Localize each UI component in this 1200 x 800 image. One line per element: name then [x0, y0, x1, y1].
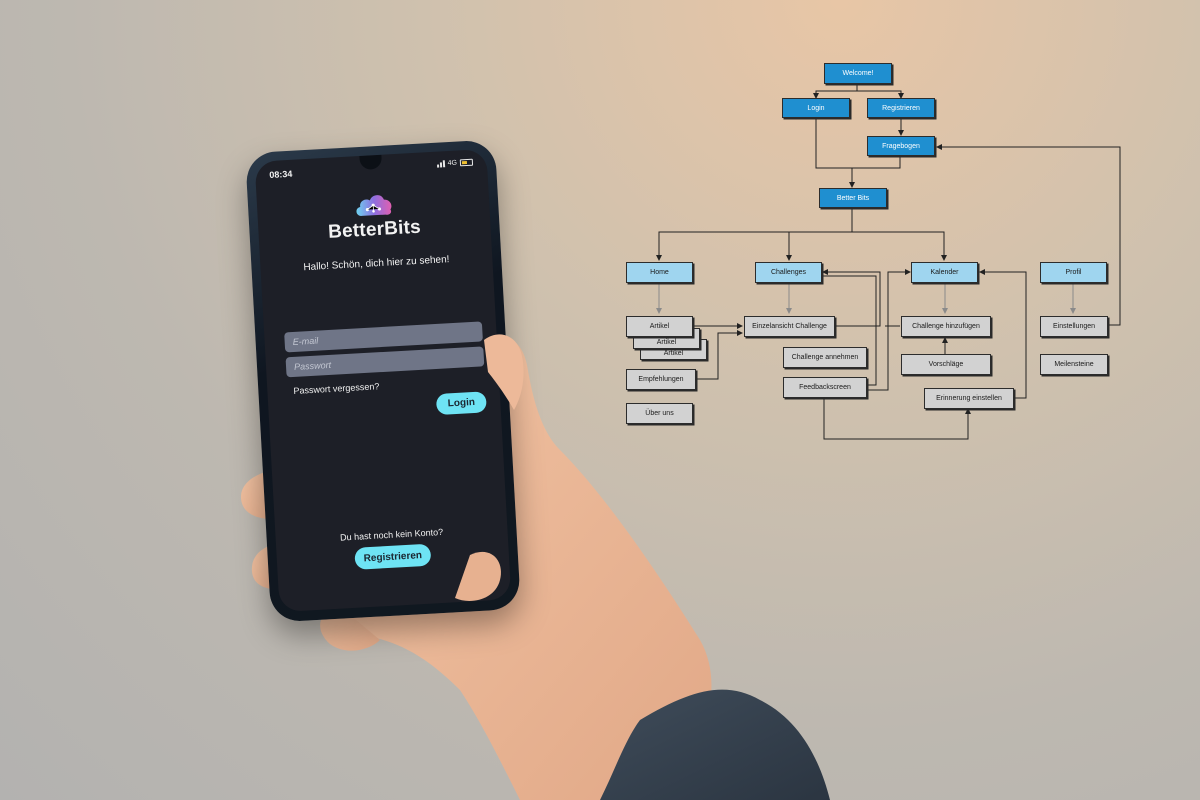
node-registrieren: Registrieren	[867, 98, 935, 118]
node-ueber-uns: Über uns	[626, 403, 693, 424]
node-kalender: Kalender	[911, 262, 978, 283]
node-fragebogen: Fragebogen	[867, 136, 935, 156]
node-vorschlaege: Vorschläge	[901, 354, 991, 375]
brand-name: BetterBits	[327, 216, 422, 243]
node-erinnerung-einstellen: Erinnerung einstellen	[924, 388, 1014, 409]
node-einstellungen: Einstellungen	[1040, 316, 1108, 337]
node-challenge-hinzufuegen: Challenge hinzufügen	[901, 316, 991, 337]
cloud-logo-icon	[356, 195, 392, 216]
node-challenges: Challenges	[755, 262, 822, 283]
node-login: Login	[782, 98, 850, 118]
node-better-bits: Better Bits	[819, 188, 887, 208]
battery-icon	[459, 158, 474, 167]
node-artikel: Artikel	[626, 316, 693, 337]
greeting-text: Hallo! Schön, dich hier zu sehen!	[303, 254, 450, 274]
node-einzelansicht-challenge: Einzelansicht Challenge	[744, 316, 835, 337]
node-welcome: Welcome!	[824, 63, 892, 84]
status-bar-right: 4G	[436, 158, 474, 168]
node-meilensteine: Meilensteine	[1040, 354, 1108, 375]
node-empfehlungen: Empfehlungen	[626, 369, 696, 390]
camera-notch	[359, 154, 383, 170]
signal-icon	[436, 160, 445, 168]
node-challenge-annehmen: Challenge annehmen	[783, 347, 867, 368]
node-feedbackscreen: Feedbackscreen	[783, 377, 867, 398]
network-label: 4G	[447, 159, 458, 168]
password-field[interactable]	[285, 346, 485, 378]
node-home: Home	[626, 262, 693, 283]
register-button[interactable]: Registrieren	[354, 543, 432, 570]
app-logo: BetterBits	[257, 185, 491, 248]
login-button[interactable]: Login	[435, 391, 487, 416]
forgot-password-link[interactable]: Passwort vergessen?	[293, 381, 380, 397]
no-account-text: Du hast noch kein Konto?	[339, 526, 444, 543]
node-profil: Profil	[1040, 262, 1107, 283]
phone-screen: 08:34 4G BetterBit	[254, 148, 512, 613]
phone-mockup: 08:34 4G BetterBit	[245, 139, 521, 623]
status-time: 08:34	[269, 168, 293, 181]
